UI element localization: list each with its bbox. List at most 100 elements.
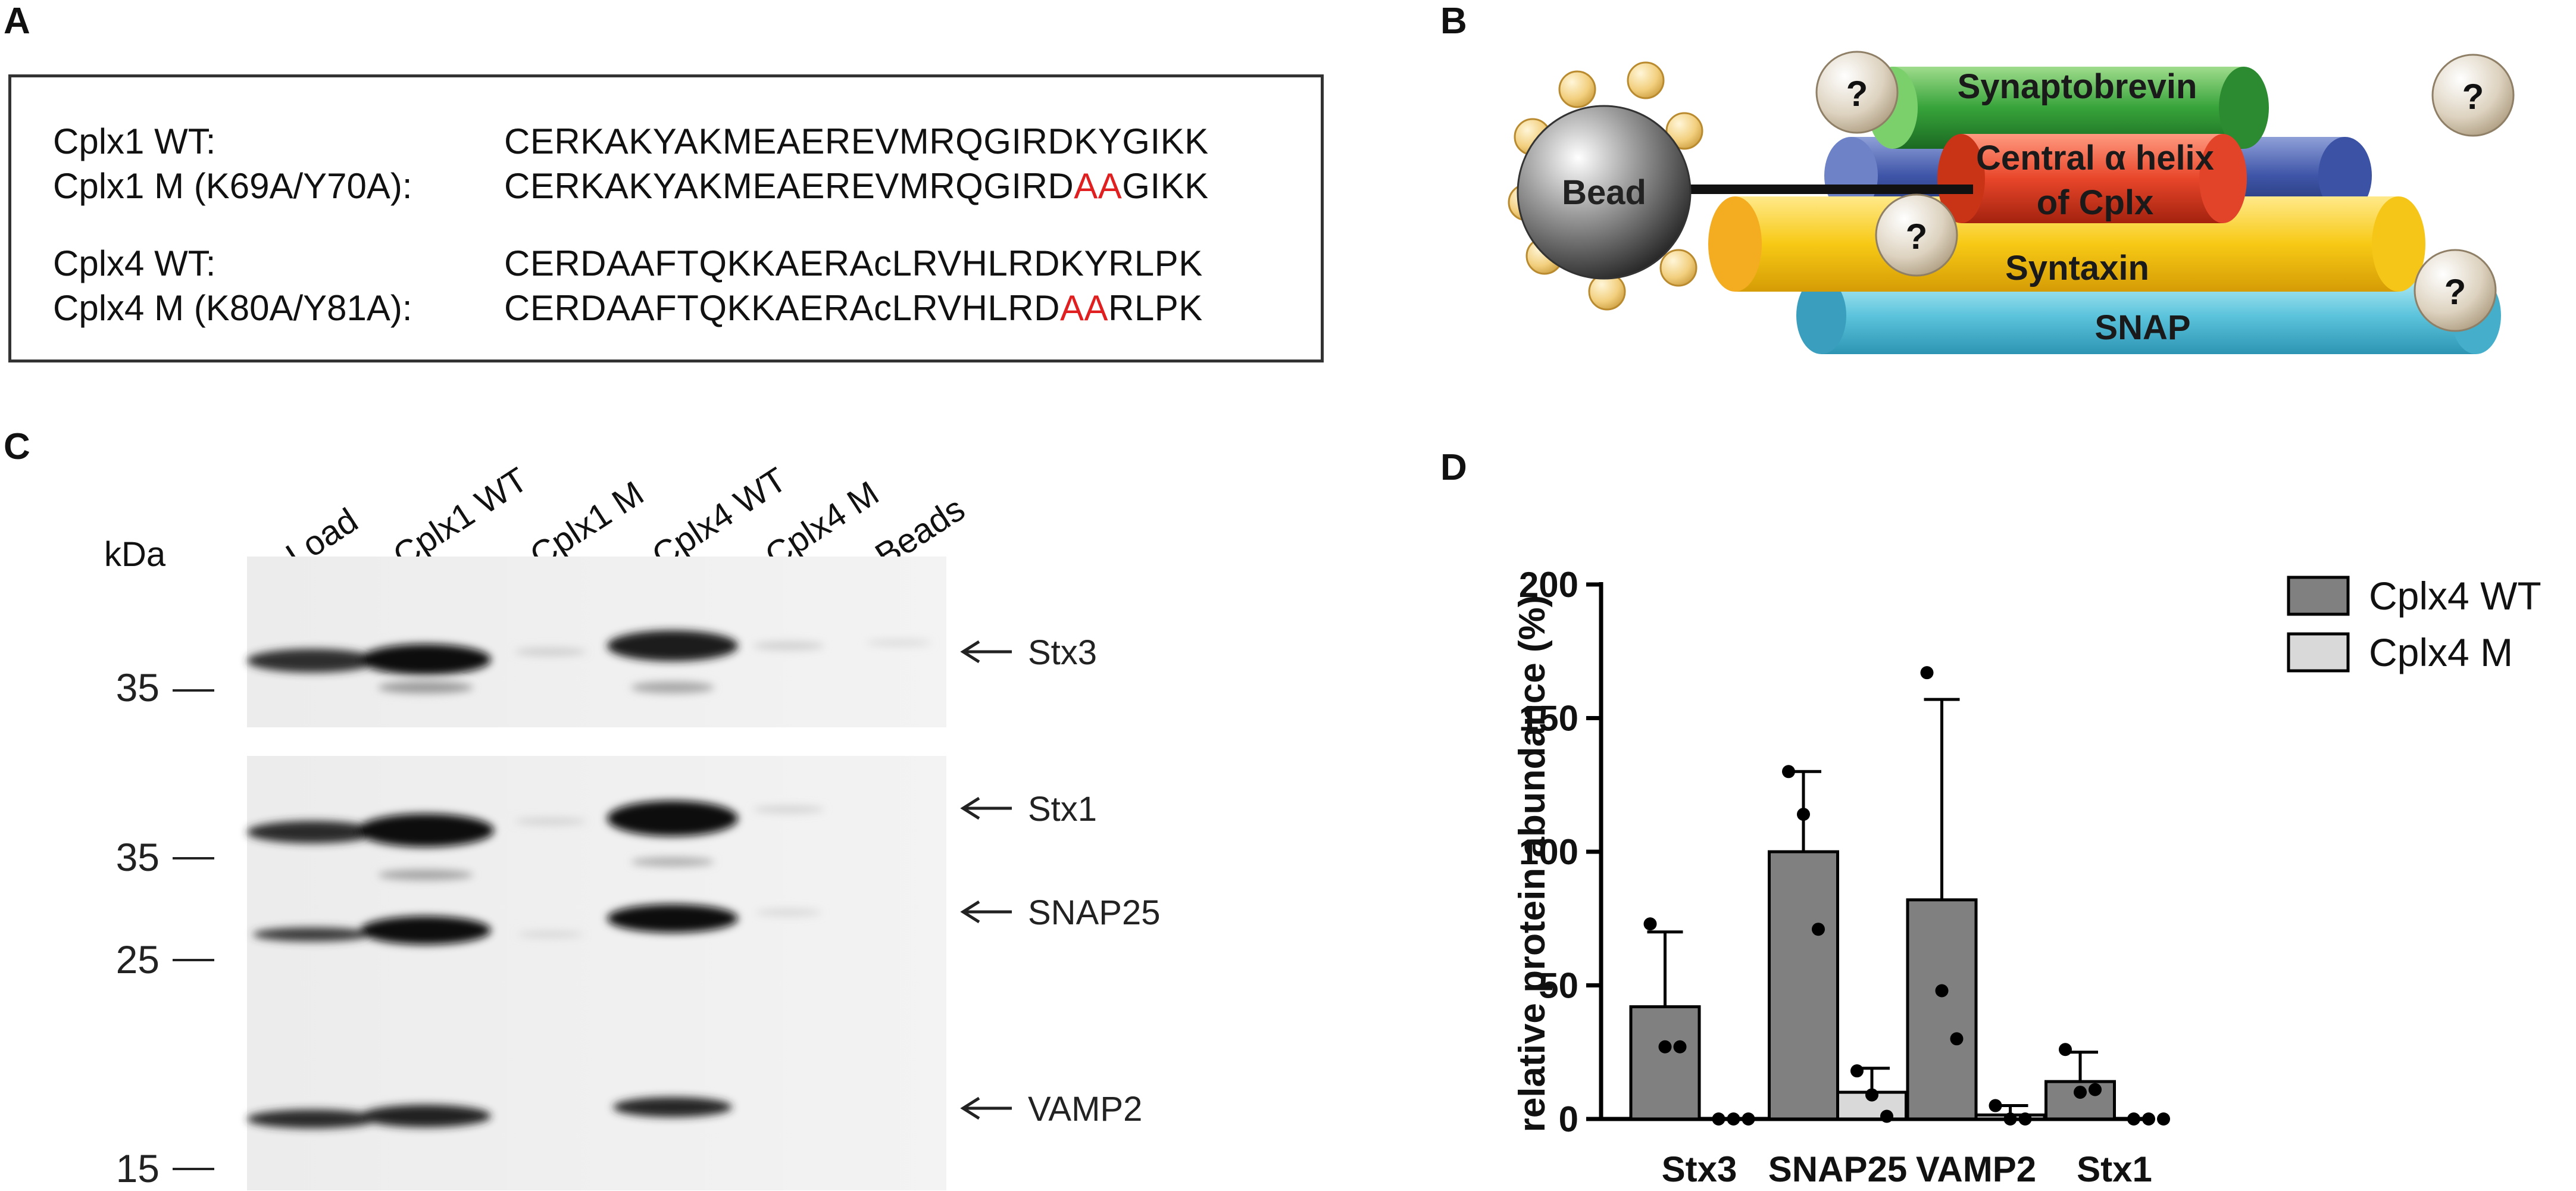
- data-point: [2059, 1043, 2072, 1056]
- panel-label-b: B: [1440, 1, 1467, 42]
- data-point: [1880, 1109, 1893, 1123]
- arrow-left-icon: [960, 796, 1012, 820]
- band: [607, 904, 738, 933]
- sequence-label: Cplx1 WT:: [53, 121, 216, 161]
- band: [253, 927, 372, 942]
- panel-label-a: A: [4, 1, 30, 42]
- data-point: [1797, 808, 1810, 821]
- band: [607, 801, 738, 836]
- data-point: [2157, 1112, 2170, 1126]
- synaptobrevin-label: Synaptobrevin: [1958, 67, 2197, 106]
- band: [247, 1109, 378, 1129]
- data-point: [1727, 1112, 1740, 1126]
- sequence-label: Cplx4 WT:: [53, 243, 216, 283]
- panel-label-c: C: [4, 426, 30, 467]
- unknown-binding-site-icon: ?: [1815, 51, 1899, 134]
- band: [360, 644, 491, 675]
- bar: [1768, 850, 1839, 1121]
- x-tick-label: SNAP25: [1768, 1149, 1907, 1189]
- panel-label-d: D: [1440, 447, 1467, 488]
- marker-label: 35: [116, 835, 160, 879]
- y-tick-label: 50: [1539, 966, 1578, 1006]
- arrow-left-icon: [960, 1096, 1012, 1120]
- band: [247, 821, 378, 843]
- y-tick-label: 0: [1559, 1099, 1578, 1139]
- band: [607, 630, 738, 661]
- svg-text:?: ?: [2444, 272, 2466, 312]
- legend-swatch: [2287, 576, 2350, 616]
- protein-label-stx1: Stx1: [1028, 790, 1097, 829]
- syntaxin-label: Syntaxin: [2005, 249, 2149, 287]
- legend-swatch: [2287, 632, 2350, 673]
- y-tick-label: 200: [1519, 565, 1578, 605]
- snare-schematic: Bead Synaptobrevin Central α helix of Cp…: [1508, 51, 2515, 354]
- bar: [1836, 1090, 1908, 1121]
- band: [360, 916, 491, 945]
- western-blot: 35 35 25 15 Stx3 Stx1 SNAP25: [116, 557, 1160, 1190]
- data-point: [1920, 666, 1934, 680]
- bead-label: Bead: [1562, 173, 1646, 212]
- bar: [1629, 1005, 1701, 1121]
- y-tick-label: 150: [1519, 699, 1578, 739]
- y-axis-label: relative protein abundance (%): [1512, 595, 1553, 1133]
- band: [357, 814, 494, 847]
- band: [360, 1105, 491, 1127]
- bar: [1906, 898, 1978, 1121]
- svg-text:?: ?: [2462, 77, 2484, 117]
- sequence-text: CERDAAFTQKKAERAcLRVHLRDAARLPK: [504, 288, 1203, 328]
- unknown-binding-site-icon: ?: [1875, 193, 1958, 277]
- data-point: [1658, 1040, 1672, 1054]
- sequence-text: CERKAKYAKMEAEREVMRQGIRDAAGIKK: [504, 166, 1209, 206]
- x-tick-label: VAMP2: [1916, 1149, 2036, 1189]
- data-point: [1865, 1088, 1878, 1102]
- svg-text:?: ?: [1846, 74, 1868, 114]
- arrow-left-icon: [960, 640, 1012, 664]
- data-point: [1850, 1064, 1864, 1078]
- protein-label-vamp2: VAMP2: [1028, 1090, 1142, 1129]
- band: [247, 649, 378, 673]
- data-point: [2074, 1086, 2087, 1099]
- x-tick-label: Stx1: [2077, 1149, 2152, 1189]
- data-point: [2003, 1112, 2017, 1126]
- sequence-label: Cplx4 M (K80A/Y81A):: [53, 288, 412, 328]
- mutated-residues: AA: [1074, 166, 1123, 206]
- marker-label: 15: [116, 1146, 160, 1190]
- data-point: [2142, 1112, 2155, 1126]
- data-point: [1673, 1040, 1687, 1054]
- band: [613, 1097, 732, 1117]
- bead: [1517, 105, 1692, 280]
- arrow-left-icon: [960, 900, 1012, 924]
- data-point: [1950, 1032, 1964, 1046]
- sequence-text: CERKAKYAKMEAEREVMRQGIRDKYGIKK: [504, 121, 1209, 161]
- unknown-binding-site-icon: ?: [2414, 249, 2497, 332]
- unknown-binding-site-icon: ?: [2431, 54, 2515, 137]
- protein-label-stx3: Stx3: [1028, 633, 1097, 672]
- legend-label: Cplx4 M: [2369, 630, 2513, 674]
- mutated-residues: AA: [1059, 288, 1108, 328]
- sequence-label: Cplx1 M (K69A/Y70A):: [53, 166, 412, 206]
- kda-label: kDa: [104, 535, 166, 574]
- marker-label: 35: [116, 665, 160, 709]
- data-point: [1989, 1099, 2002, 1112]
- data-point: [2089, 1083, 2102, 1096]
- x-tick-label: Stx3: [1662, 1149, 1737, 1189]
- marker-label: 25: [116, 937, 160, 981]
- legend-label: Cplx4 WT: [2369, 574, 2541, 618]
- protein-label-snap25: SNAP25: [1028, 893, 1160, 932]
- central-helix-label: Central α helix: [1976, 139, 2214, 177]
- svg-text:?: ?: [1906, 217, 1928, 257]
- data-point: [1782, 765, 1795, 779]
- data-point: [2018, 1112, 2032, 1126]
- central-helix-cylinder: [1937, 134, 2247, 223]
- data-point: [1935, 984, 1949, 998]
- data-point: [1712, 1112, 1725, 1126]
- data-point: [1643, 917, 1657, 931]
- central-helix-label: of Cplx: [2037, 183, 2154, 222]
- snap-label: SNAP: [2094, 308, 2190, 347]
- data-point: [2127, 1112, 2140, 1126]
- y-tick-label: 100: [1519, 832, 1578, 872]
- data-point: [1742, 1112, 1755, 1126]
- sequence-text: CERDAAFTQKKAERAcLRVHLRDKYRLPK: [504, 243, 1203, 283]
- sequence-alignment-box: Cplx1 WT: CERKAKYAKMEAEREVMRQGIRDKYGIKK …: [8, 74, 1324, 362]
